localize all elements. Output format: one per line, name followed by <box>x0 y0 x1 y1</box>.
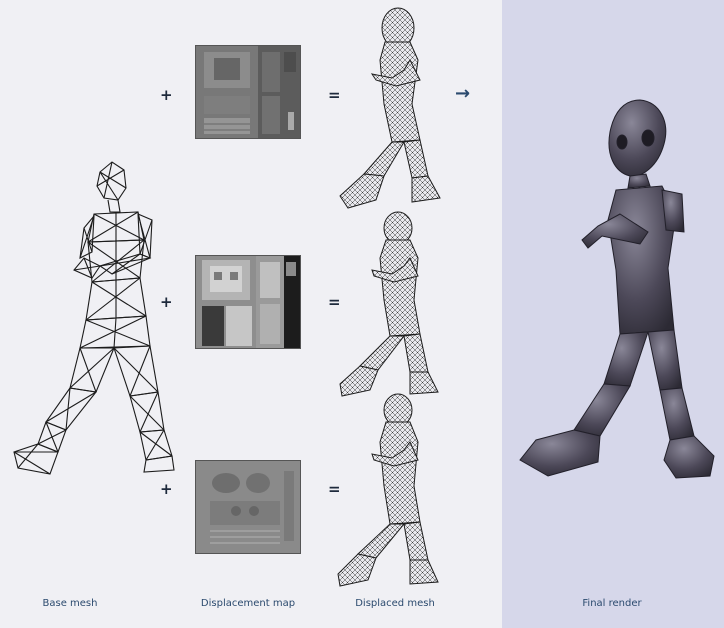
equals-operator-1: = <box>328 88 341 103</box>
caption-final-render: Final render <box>582 598 641 609</box>
equals-operator-2: = <box>328 295 341 310</box>
arrow-right-icon: → <box>455 86 470 101</box>
plus-operator-1: + <box>160 88 173 103</box>
caption-displacement-map: Displacement map <box>201 598 295 609</box>
plus-operator-2: + <box>160 295 173 310</box>
caption-base-mesh: Base mesh <box>43 598 98 609</box>
caption-displaced-mesh: Displaced mesh <box>355 598 435 609</box>
plus-operator-3: + <box>160 482 173 497</box>
equals-operator-3: = <box>328 482 341 497</box>
